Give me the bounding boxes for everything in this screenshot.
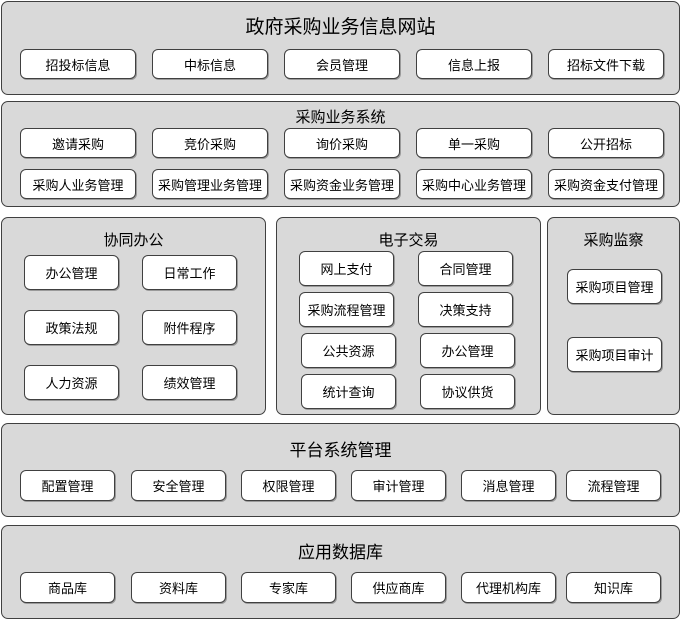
database-item-knowledge[interactable]: 知识库 <box>566 572 661 603</box>
platform-item-security[interactable]: 安全管理 <box>131 470 226 501</box>
trade-panel: 电子交易 网上支付 合同管理 采购流程管理 决策支持 公共资源 办公管理 统计查… <box>276 217 541 415</box>
database-item-products[interactable]: 商品库 <box>20 572 115 603</box>
office-item-daily-work[interactable]: 日常工作 <box>142 255 237 290</box>
business-item-single-procurement[interactable]: 单一采购 <box>416 128 532 158</box>
trade-item-decision-support[interactable]: 决策支持 <box>418 292 513 327</box>
business-item-invited-procurement[interactable]: 邀请采购 <box>20 128 136 158</box>
platform-title: 平台系统管理 <box>289 441 392 461</box>
office-item-attachment-program[interactable]: 附件程序 <box>142 310 237 345</box>
office-item-policy-regulations[interactable]: 政策法规 <box>24 310 119 345</box>
supervision-title: 采购监察 <box>583 231 644 249</box>
supervision-panel: 采购监察 采购项目管理 采购项目审计 <box>547 217 680 415</box>
database-item-materials[interactable]: 资料库 <box>131 572 226 603</box>
business-item-bidding-procurement[interactable]: 竞价采购 <box>152 128 268 158</box>
database-item-suppliers[interactable]: 供应商库 <box>351 572 446 603</box>
business-panel: 采购业务系统 邀请采购 竞价采购 询价采购 单一采购 公开招标 采购人业务管理 … <box>1 101 680 207</box>
portal-item-award-info[interactable]: 中标信息 <box>152 49 268 79</box>
platform-item-messages[interactable]: 消息管理 <box>461 470 556 501</box>
business-item-inquiry-procurement[interactable]: 询价采购 <box>284 128 400 158</box>
portal-panel: 政府采购业务信息网站 招投标信息 中标信息 会员管理 信息上报 招标文件下载 <box>1 1 680 95</box>
trade-item-contract-management[interactable]: 合同管理 <box>418 251 513 286</box>
platform-item-configuration[interactable]: 配置管理 <box>20 470 115 501</box>
trade-item-public-resources[interactable]: 公共资源 <box>301 333 396 368</box>
trade-item-online-payment[interactable]: 网上支付 <box>299 251 394 286</box>
portal-item-bidding-info[interactable]: 招投标信息 <box>20 49 136 79</box>
database-title: 应用数据库 <box>298 543 383 563</box>
database-panel: 应用数据库 商品库 资料库 专家库 供应商库 代理机构库 知识库 <box>1 525 680 619</box>
trade-item-process-management[interactable]: 采购流程管理 <box>299 292 394 327</box>
platform-item-permissions[interactable]: 权限管理 <box>241 470 336 501</box>
trade-item-agreement-supply[interactable]: 协议供货 <box>420 374 515 409</box>
portal-title: 政府采购业务信息网站 <box>245 16 436 38</box>
database-item-experts[interactable]: 专家库 <box>241 572 336 603</box>
portal-item-info-report[interactable]: 信息上报 <box>416 49 532 79</box>
portal-item-member-management[interactable]: 会员管理 <box>284 49 400 79</box>
portal-item-tender-download[interactable]: 招标文件下载 <box>548 49 664 79</box>
platform-panel: 平台系统管理 配置管理 安全管理 权限管理 审计管理 消息管理 流程管理 <box>1 423 680 517</box>
office-item-human-resources[interactable]: 人力资源 <box>24 365 119 400</box>
supervision-item-project-management[interactable]: 采购项目管理 <box>567 269 662 304</box>
trade-item-statistics-query[interactable]: 统计查询 <box>301 374 396 409</box>
office-item-performance-management[interactable]: 绩效管理 <box>142 365 237 400</box>
trade-item-office-management[interactable]: 办公管理 <box>420 333 515 368</box>
business-title: 采购业务系统 <box>295 108 386 126</box>
business-item-fund-management[interactable]: 采购资金业务管理 <box>284 169 400 199</box>
office-item-office-management[interactable]: 办公管理 <box>24 255 119 290</box>
business-item-procurement-management[interactable]: 采购管理业务管理 <box>152 169 268 199</box>
business-item-public-tender[interactable]: 公开招标 <box>548 128 664 158</box>
business-item-purchaser-management[interactable]: 采购人业务管理 <box>20 169 136 199</box>
office-title: 协同办公 <box>103 231 164 249</box>
business-item-center-management[interactable]: 采购中心业务管理 <box>416 169 532 199</box>
database-item-agencies[interactable]: 代理机构库 <box>461 572 556 603</box>
platform-item-audit[interactable]: 审计管理 <box>351 470 446 501</box>
platform-item-workflow[interactable]: 流程管理 <box>566 470 661 501</box>
business-item-payment-management[interactable]: 采购资金支付管理 <box>548 169 664 199</box>
office-panel: 协同办公 办公管理 日常工作 政策法规 附件程序 人力资源 绩效管理 <box>1 217 266 415</box>
supervision-item-project-audit[interactable]: 采购项目审计 <box>567 337 662 372</box>
trade-title: 电子交易 <box>378 231 439 249</box>
